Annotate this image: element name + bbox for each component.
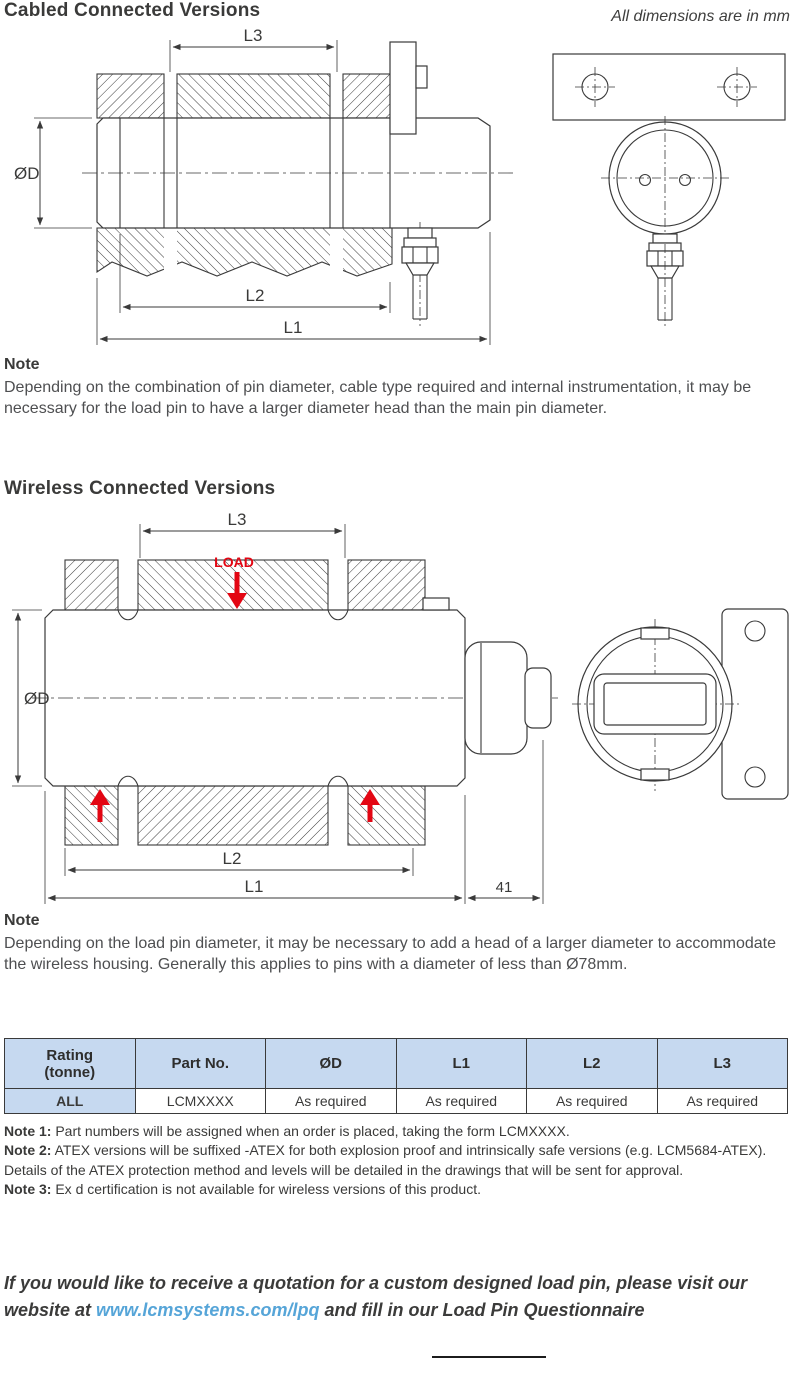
header-part-no: Part No. xyxy=(134,1038,266,1089)
cabled-dim-l3-label: L3 xyxy=(244,26,263,45)
header-l2: L2 xyxy=(526,1038,658,1089)
cell-rating: ALL xyxy=(4,1088,136,1114)
wireless-section-title: Wireless Connected Versions xyxy=(4,478,276,499)
footnote-3: Note 3: Ex d certification is not availa… xyxy=(4,1180,790,1199)
cabled-dim-l2-label: L2 xyxy=(246,286,265,305)
footnote-3-label: Note 3: xyxy=(4,1180,52,1197)
quotation-footer: If you would like to receive a quotation… xyxy=(4,1270,796,1324)
footnote-2-label: Note 2: xyxy=(4,1142,52,1159)
wireless-dim-41-label: 41 xyxy=(496,879,513,896)
dimensions-note: All dimensions are in mm xyxy=(611,8,790,25)
wireless-side-view-drawing xyxy=(572,608,789,800)
wireless-dim-l3-label: L3 xyxy=(228,510,247,529)
footnote-1-label: Note 1: xyxy=(4,1123,52,1139)
cell-l3: As required xyxy=(656,1088,788,1114)
cabled-side-view-drawing xyxy=(552,53,786,327)
spec-table-data-row: ALL LCMXXXX As required As required As r… xyxy=(4,1088,788,1114)
cell-part-no: LCMXXXX xyxy=(134,1088,266,1114)
lpq-link[interactable]: www.lcmsystems.com/lpq xyxy=(96,1300,320,1320)
footer-text-after: and fill in our Load Pin Questionnaire xyxy=(319,1300,645,1320)
wireless-dim-od-label: ØD xyxy=(24,689,50,708)
wireless-dim-l1-label: L1 xyxy=(245,877,264,896)
footnote-3-text: Ex d certification is not available for … xyxy=(51,1180,481,1197)
header-rating: Rating (tonne) xyxy=(4,1038,136,1089)
cell-od: As required xyxy=(265,1088,397,1114)
cell-l1: As required xyxy=(395,1088,527,1114)
wireless-note-text: Depending on the load pin diameter, it m… xyxy=(4,935,777,974)
cabled-front-view-drawing: ØD L3 L2 L1 xyxy=(14,26,517,345)
spec-table: Rating (tonne) Part No. ØD L1 L2 L3 ALL … xyxy=(4,1038,788,1114)
wireless-front-view-drawing: LOAD L3 ØD L2 L1 41 xyxy=(12,510,558,904)
cabled-dim-l1-label: L1 xyxy=(284,318,303,337)
cabled-section-title: Cabled Connected Versions xyxy=(4,0,261,21)
spec-table-header-row: Rating (tonne) Part No. ØD L1 L2 L3 xyxy=(4,1038,788,1089)
header-l1: L1 xyxy=(395,1038,527,1089)
cabled-note-heading: Note xyxy=(4,356,40,373)
load-label: LOAD xyxy=(214,554,254,570)
footnote-2: Note 2: ATEX versions will be suffixed -… xyxy=(4,1141,790,1180)
header-l3: L3 xyxy=(656,1038,788,1089)
footer-text-before: If you would like to receive a quotation… xyxy=(4,1273,748,1320)
bottom-divider xyxy=(432,1356,546,1358)
wireless-note-heading: Note xyxy=(4,912,40,929)
cabled-note-text: Depending on the combination of pin diam… xyxy=(4,379,752,418)
wireless-dim-l2-label: L2 xyxy=(223,849,242,868)
footnote-1-text: Part numbers will be assigned when an or… xyxy=(51,1123,570,1139)
footnote-1: Note 1: Part numbers will be assigned wh… xyxy=(4,1122,790,1141)
header-od: ØD xyxy=(265,1038,397,1089)
cabled-dim-od-label: ØD xyxy=(14,164,40,183)
footnote-2-text: ATEX versions will be suffixed -ATEX for… xyxy=(4,1142,767,1178)
footnotes-block: Note 1: Part numbers will be assigned wh… xyxy=(4,1122,790,1199)
cell-l2: As required xyxy=(526,1088,658,1114)
